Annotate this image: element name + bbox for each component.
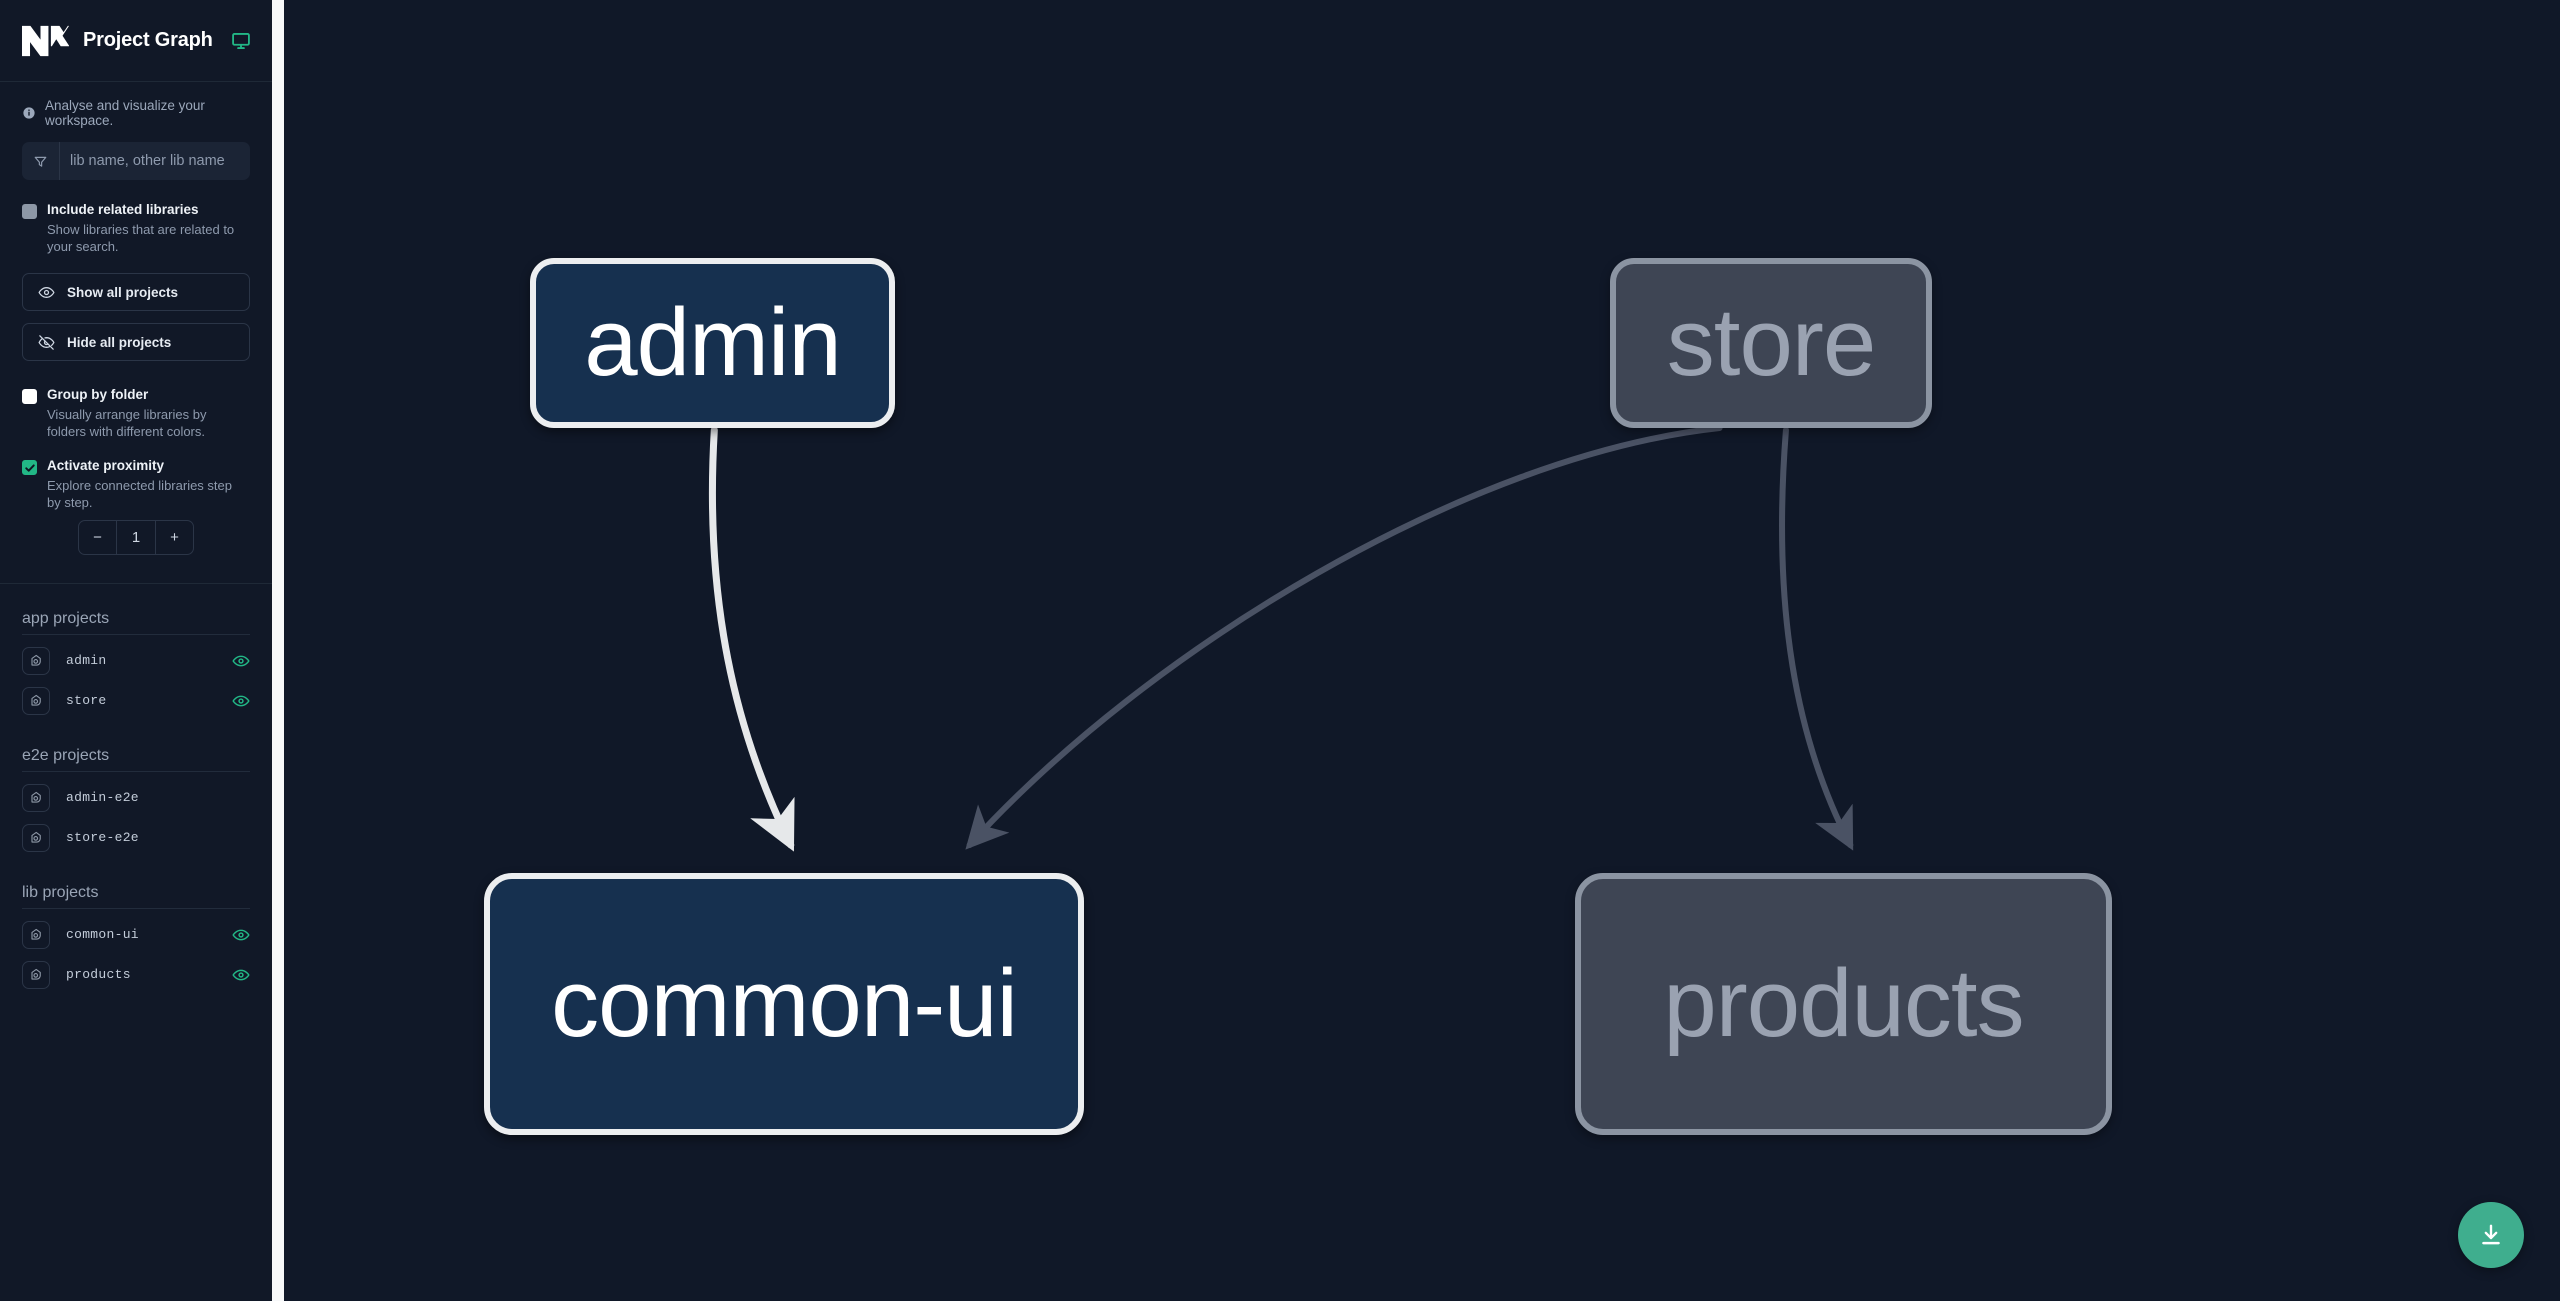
graph-node-products[interactable]: products xyxy=(1575,873,2112,1135)
nx-logo-icon xyxy=(22,23,69,59)
proximity-decrement-button[interactable]: − xyxy=(79,520,117,554)
project-name: common-ui xyxy=(66,927,139,943)
tagline: Analyse and visualize your workspace. xyxy=(0,82,272,142)
edge-store-to-products xyxy=(1778,427,1854,851)
page-title: Project Graph xyxy=(83,29,213,51)
graph-node-admin[interactable]: admin xyxy=(530,258,895,428)
option-group-by-folder[interactable]: Group by folder Visually arrange librari… xyxy=(22,387,250,440)
sidebar-header: Project Graph xyxy=(0,0,272,82)
proximity-value: 1 xyxy=(131,528,141,546)
project-row-admin-e2e[interactable]: admin-e2e xyxy=(22,778,250,818)
option-title: Activate proximity xyxy=(47,458,165,474)
search-input[interactable] xyxy=(60,142,250,180)
project-row-common-ui[interactable]: common-ui xyxy=(22,915,250,955)
project-list: app projects admin xyxy=(0,584,272,995)
sidebar-resize-handle[interactable] xyxy=(272,0,284,1301)
eye-icon xyxy=(38,284,55,301)
project-name: store-e2e xyxy=(66,830,139,846)
hide-all-projects-button[interactable]: Hide all projects xyxy=(22,323,250,362)
eye-icon[interactable] xyxy=(232,692,250,710)
sidebar-controls: Include related libraries Show libraries… xyxy=(0,142,272,555)
sidebar: Project Graph Analyse and visualize your… xyxy=(0,0,272,1301)
project-name: admin xyxy=(66,653,107,669)
show-all-projects-button[interactable]: Show all projects xyxy=(22,273,250,312)
proximity-increment-button[interactable]: + xyxy=(155,520,193,554)
sidebar-divider xyxy=(0,582,272,584)
info-circle-icon xyxy=(22,106,36,120)
project-node-icon xyxy=(22,646,50,675)
option-include-related-libraries[interactable]: Include related libraries Show libraries… xyxy=(22,202,250,255)
graph-node-label: common-ui xyxy=(551,950,1018,1057)
option-title: Group by folder xyxy=(47,387,149,403)
option-description: Explore connected libraries step by step… xyxy=(47,478,232,511)
graph-node-common-ui[interactable]: common-ui xyxy=(484,873,1084,1135)
group-rule xyxy=(22,907,250,909)
group-title-app-projects: app projects xyxy=(22,609,110,627)
project-row-store-e2e[interactable]: store-e2e xyxy=(22,818,250,858)
checkbox-include-related-libraries[interactable] xyxy=(22,204,37,219)
download-icon xyxy=(2478,1222,2504,1248)
hide-all-projects-label: Hide all projects xyxy=(67,334,172,350)
option-description: Show libraries that are related to your … xyxy=(47,221,235,255)
group-title-e2e-projects: e2e projects xyxy=(22,746,110,764)
group-rule xyxy=(22,633,250,635)
project-row-admin[interactable]: admin xyxy=(22,641,250,681)
proximity-stepper[interactable]: − 1 + xyxy=(78,519,194,555)
download-graph-button[interactable] xyxy=(2458,1202,2524,1268)
filter-funnel-icon xyxy=(22,142,60,180)
graph-node-label: store xyxy=(1666,289,1876,396)
project-name: products xyxy=(66,967,131,983)
option-activate-proximity[interactable]: Activate proximity Explore connected lib… xyxy=(22,458,250,511)
eye-icon[interactable] xyxy=(232,652,250,670)
group-rule xyxy=(22,770,250,772)
checkbox-activate-proximity[interactable] xyxy=(22,460,37,476)
option-title: Include related libraries xyxy=(47,202,199,217)
project-node-icon xyxy=(22,783,50,812)
show-all-projects-label: Show all projects xyxy=(67,284,179,300)
project-row-products[interactable]: products xyxy=(22,955,250,995)
checkbox-group-by-folder[interactable] xyxy=(22,389,37,405)
project-node-icon xyxy=(22,960,50,989)
eye-icon[interactable] xyxy=(232,966,250,984)
project-node-icon xyxy=(22,920,50,949)
group-title-lib-projects: lib projects xyxy=(22,883,99,901)
eye-icon[interactable] xyxy=(232,926,250,944)
project-name: store xyxy=(66,693,107,709)
search-field[interactable] xyxy=(22,142,250,180)
graph-node-store[interactable]: store xyxy=(1610,258,1932,428)
option-description: Visually arrange libraries by folders wi… xyxy=(47,407,207,440)
eye-off-icon xyxy=(38,334,55,351)
project-node-icon xyxy=(22,686,50,715)
edge-admin-to-common-ui xyxy=(708,426,795,852)
project-name: admin-e2e xyxy=(66,790,139,806)
graph-canvas[interactable]: admin store common-ui products xyxy=(272,0,2560,1301)
tagline-text: Analyse and visualize your workspace. xyxy=(45,98,205,128)
graph-node-label: products xyxy=(1663,950,2024,1057)
edge-store-to-common-ui xyxy=(965,425,1723,850)
project-node-icon xyxy=(22,823,50,852)
project-row-store[interactable]: store xyxy=(22,681,250,721)
graph-node-label: admin xyxy=(584,289,841,396)
monitor-icon[interactable] xyxy=(227,31,251,51)
graph-edges xyxy=(708,425,1854,852)
